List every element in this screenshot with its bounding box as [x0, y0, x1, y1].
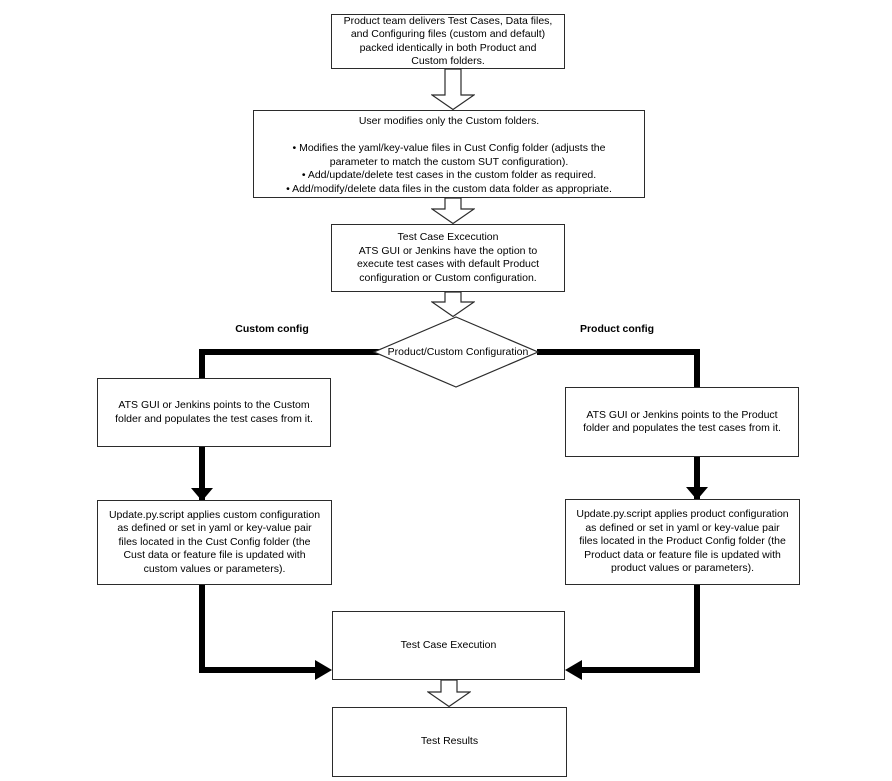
node-ats-custom: ATS GUI or Jenkins points to the Custom …	[97, 378, 331, 447]
hollow-down-arrow-icon	[431, 69, 475, 110]
node-test-results: Test Results	[332, 707, 567, 777]
node-ats-product: ATS GUI or Jenkins points to the Product…	[565, 387, 799, 457]
node-product-delivery: Product team delivers Test Cases, Data f…	[331, 14, 565, 69]
connector-custom-bottom	[199, 667, 319, 673]
node-ats-custom-text: ATS GUI or Jenkins points to the Custom …	[115, 399, 313, 425]
branch-label-product: Product config	[579, 323, 655, 335]
node-user-modifies: User modifies only the Custom folders. •…	[253, 110, 645, 198]
node-ats-product-text: ATS GUI or Jenkins points to the Product…	[583, 408, 781, 435]
node-execution-option: Test Case Excecution ATS GUI or Jenkins …	[331, 224, 565, 292]
node-update-custom: Update.py.script applies custom configur…	[97, 500, 332, 585]
node-test-case-execution-text: Test Case Execution	[400, 638, 497, 651]
node-update-product-text: Update.py.script applies product configu…	[576, 508, 789, 575]
arrowhead-down-product-icon	[686, 487, 708, 500]
arrowhead-down-custom-icon	[191, 488, 213, 501]
node-test-results-text: Test Results	[420, 735, 479, 748]
hollow-down-arrow-icon	[431, 292, 475, 317]
hollow-down-arrow-icon	[431, 198, 475, 224]
node-update-custom-text: Update.py.script applies custom configur…	[108, 508, 321, 575]
node-test-case-execution: Test Case Execution	[332, 611, 565, 680]
connector-custom-horizontal	[199, 349, 379, 355]
node-product-delivery-text: Product team delivers Test Cases, Data f…	[343, 14, 553, 68]
connector-product-bottom	[578, 667, 700, 673]
connector-product-horizontal	[537, 349, 700, 355]
decision-diamond	[370, 314, 546, 390]
hollow-down-arrow-icon	[427, 680, 471, 707]
arrowhead-left-icon	[565, 660, 582, 680]
node-execution-option-text: Test Case Excecution ATS GUI or Jenkins …	[356, 231, 540, 284]
node-update-product: Update.py.script applies product configu…	[565, 499, 800, 585]
arrowhead-right-icon	[315, 660, 332, 680]
node-user-modifies-text: User modifies only the Custom folders. •…	[286, 115, 612, 195]
decision-label: Product/Custom Configuration	[387, 346, 529, 358]
branch-label-custom: Custom config	[235, 323, 309, 335]
